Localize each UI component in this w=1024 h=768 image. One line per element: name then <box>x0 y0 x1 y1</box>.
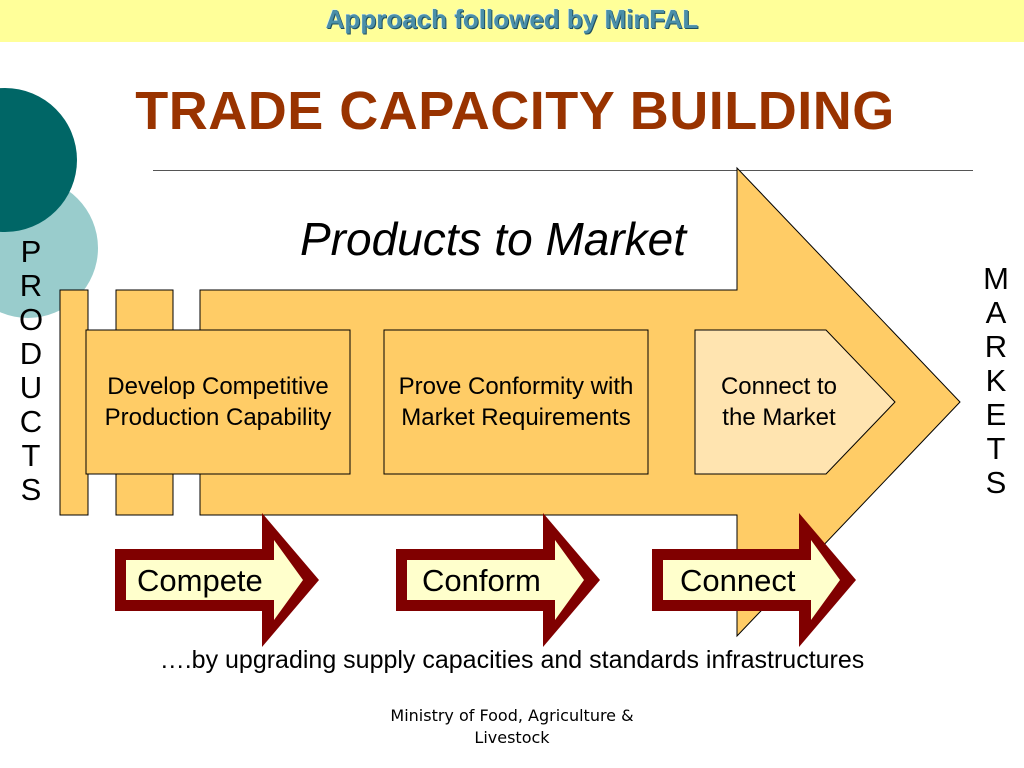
page-title: TRADE CAPACITY BUILDING <box>135 81 895 141</box>
markets-letter: R <box>984 329 1008 364</box>
header-banner <box>0 0 1024 42</box>
products-letter: U <box>19 370 43 405</box>
action-label-conform: Conform <box>422 563 541 598</box>
decorative-circles <box>0 88 98 318</box>
products-letter: P <box>20 234 42 269</box>
markets-letter: A <box>985 295 1007 330</box>
markets-letter: E <box>985 397 1007 432</box>
markets-vertical-label: M A R K E T S <box>979 262 1013 500</box>
tagline: ….by upgrading supply capacities and sta… <box>159 646 865 674</box>
products-vertical-label: P R O D U C T S <box>14 235 48 507</box>
footer-line-1: Ministry of Food, Agriculture & <box>390 706 634 725</box>
footer-line-2: Livestock <box>474 728 550 747</box>
markets-letter: M <box>983 261 1009 296</box>
flow-subtitle: Products to Market <box>300 213 687 265</box>
action-label-compete: Compete <box>137 563 263 598</box>
products-letter: O <box>18 302 44 337</box>
stage-label-connect: Connect to the Market <box>720 373 838 431</box>
stage-box-prove <box>383 329 649 475</box>
products-letter: D <box>19 336 43 371</box>
action-arrow-conform-inner <box>407 540 584 620</box>
markets-letter: T <box>986 431 1006 466</box>
action-arrow-compete-inner <box>126 540 303 620</box>
stage-box-develop <box>85 329 351 475</box>
stage-box-connect <box>694 329 896 475</box>
footer-ministry: Ministry of Food, Agriculture & Livestoc… <box>362 705 662 749</box>
stage-label-develop: Develop Competitive Production Capabilit… <box>104 373 332 431</box>
products-letter: S <box>20 472 42 507</box>
action-label-connect: Connect <box>680 563 796 598</box>
title-divider <box>153 170 973 171</box>
action-arrow-connect-inner <box>663 540 840 620</box>
decor-circle-dark <box>0 88 77 232</box>
arrow-stripe-outer <box>59 289 89 516</box>
header-banner-text: Approach followed by MinFAL <box>325 4 699 34</box>
stage-label-prove: Prove Conformity with Market Requirement… <box>398 373 634 431</box>
products-letter: R <box>19 268 43 303</box>
products-letter: T <box>21 438 41 473</box>
markets-letter: S <box>985 465 1007 500</box>
markets-letter: K <box>985 363 1007 398</box>
products-letter: C <box>19 404 43 439</box>
